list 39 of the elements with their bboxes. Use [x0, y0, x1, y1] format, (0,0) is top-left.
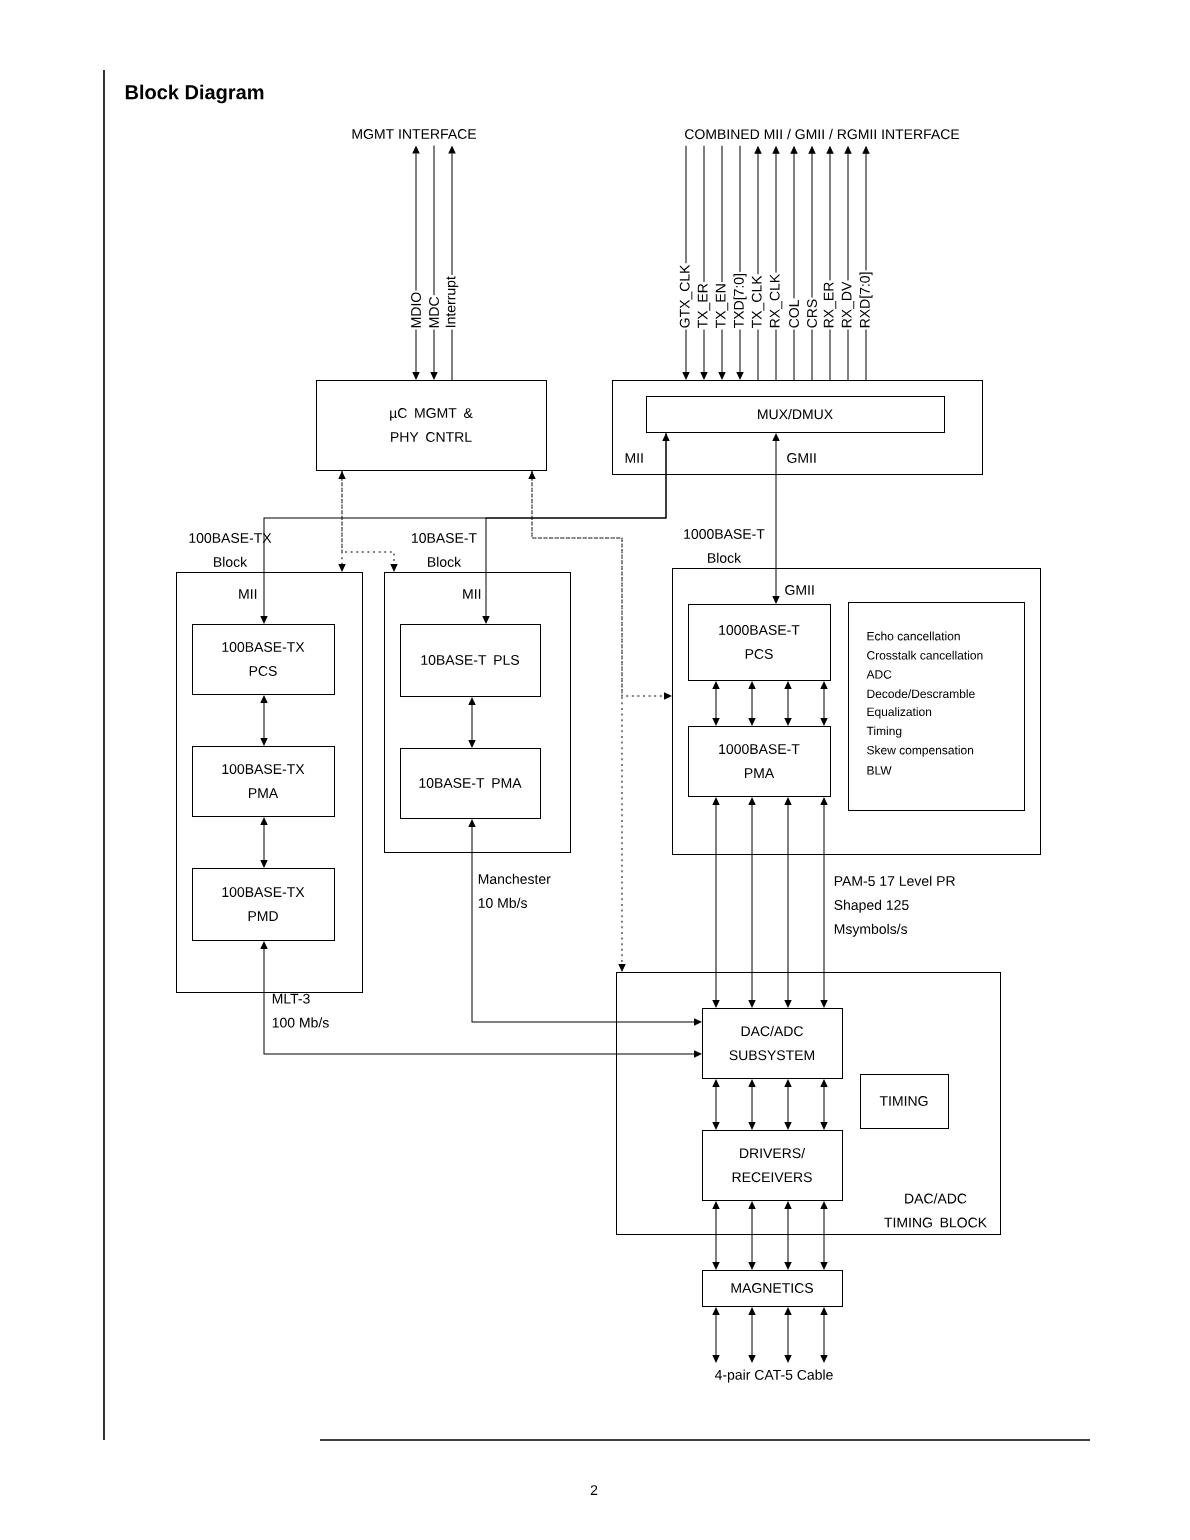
arrow: [338, 471, 346, 572]
arrow: [712, 797, 720, 1008]
arrow: [820, 1307, 828, 1363]
arrow: [531, 470, 672, 700]
arrow: [748, 1079, 756, 1130]
arrow: [260, 941, 702, 1058]
arrow: [808, 146, 816, 381]
arrow: [482, 432, 667, 624]
arrow: [784, 797, 792, 1008]
arrow: [784, 1307, 792, 1363]
arrow: [820, 1201, 828, 1270]
arrow: [784, 1201, 792, 1270]
arrow: [700, 145, 708, 380]
arrow: [260, 817, 268, 868]
arrow: [784, 681, 792, 726]
arrow: [712, 1079, 720, 1130]
arrow: [712, 1307, 720, 1363]
arrow: [784, 1079, 792, 1130]
arrow: [820, 1079, 828, 1130]
arrow: [718, 145, 726, 380]
arrow: [790, 146, 798, 381]
arrow: [528, 471, 626, 972]
arrow: [748, 681, 756, 726]
arrow: [412, 146, 420, 380]
arrow: [430, 144, 438, 380]
arrow: [712, 1201, 720, 1270]
arrow: [772, 433, 780, 604]
arrow: [341, 470, 398, 572]
arrow: [820, 797, 828, 1008]
arrow: [260, 695, 268, 746]
arrow: [748, 797, 756, 1008]
arrow: [820, 681, 828, 726]
arrow: [712, 681, 720, 726]
arrow: [468, 697, 476, 748]
arrow: [260, 433, 670, 624]
arrow: [748, 1307, 756, 1363]
diagram-title: Block Diagram: [125, 84, 264, 104]
arrow: [748, 1201, 756, 1270]
arrow: [468, 819, 702, 1026]
